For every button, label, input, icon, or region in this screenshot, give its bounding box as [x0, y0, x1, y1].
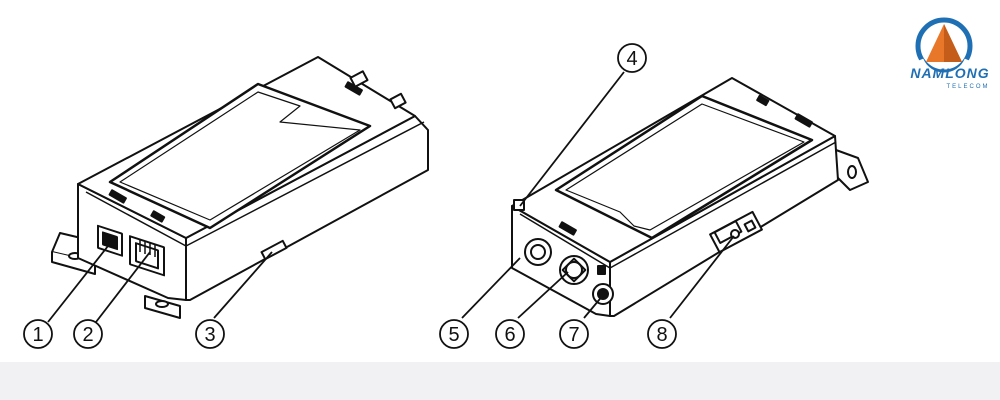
leader-5 — [461, 257, 521, 319]
callout-2-label: 2 — [82, 324, 93, 346]
right-device-top-plate — [554, 94, 814, 240]
callout-4-label: 4 — [626, 48, 637, 70]
callout-8: 8 — [647, 319, 677, 349]
right-device-top-marker-1 — [794, 113, 813, 128]
callout-1: 1 — [23, 319, 53, 349]
callout-6: 6 — [495, 319, 525, 349]
callout-1-label: 1 — [32, 324, 43, 346]
left-mount-hole-2 — [155, 300, 169, 308]
diagram-figure: 1 2 3 4 5 — [23, 17, 989, 349]
leader-4 — [519, 71, 625, 207]
footer-band — [0, 362, 1000, 400]
left-device-top-marker-2 — [108, 189, 127, 204]
callout-3: 3 — [195, 319, 225, 349]
left-port-1-inner — [102, 231, 118, 251]
right-port-6-hex — [561, 257, 587, 283]
left-port-2-pins — [139, 240, 156, 257]
right-side-connector-latch — [743, 219, 757, 233]
leader-3 — [213, 251, 273, 319]
callout-8-label: 8 — [656, 324, 667, 346]
right-device-top-plate-inner — [565, 103, 805, 231]
logo-triangle-shade — [944, 24, 962, 62]
left-device-top-edge — [85, 121, 425, 247]
right-port-6-inner — [565, 261, 583, 279]
right-device-top-marker-2 — [756, 94, 770, 107]
namlong-logo: NAMLONG TELECOM — [910, 17, 989, 90]
left-device-top-marker-3 — [150, 210, 166, 223]
right-side-connector-inner — [713, 220, 743, 244]
callout-7: 7 — [559, 319, 589, 349]
callout-3-label: 3 — [204, 324, 215, 346]
left-device-side-slot — [260, 239, 288, 261]
diagram-svg: 1 2 3 4 5 — [23, 17, 989, 349]
left-device-back-stud-2 — [389, 92, 407, 110]
right-side-connector-screw — [730, 229, 740, 239]
left-device-back-stud-1 — [349, 70, 369, 88]
leader-lines — [47, 71, 735, 323]
callout-5-label: 5 — [448, 324, 459, 346]
leader-7 — [583, 293, 605, 319]
right-device-front-notch — [513, 199, 525, 211]
leader-8 — [669, 235, 735, 319]
callout-2: 2 — [73, 319, 103, 349]
left-device-top-plate-inner — [119, 91, 361, 221]
leader-1 — [47, 245, 109, 323]
left-device-top-plate — [108, 82, 372, 230]
logo-tagline: TELECOM — [946, 84, 989, 90]
callout-6-label: 6 — [504, 324, 515, 346]
callout-5: 5 — [439, 319, 469, 349]
left-mount-flange-front-tab — [51, 252, 96, 275]
logo-name: NAMLONG — [910, 65, 989, 81]
left-device-top-marker — [344, 81, 363, 96]
callouts: 1 2 3 4 5 — [23, 43, 677, 349]
right-device-top-edge — [519, 141, 837, 269]
right-mount-hole — [847, 165, 857, 179]
left-device — [51, 56, 429, 319]
right-device-top-marker-3 — [558, 221, 577, 236]
right-led — [597, 265, 606, 275]
right-device — [511, 77, 869, 317]
right-port-5-inner — [530, 244, 546, 260]
callout-4: 4 — [617, 43, 647, 73]
logo-ring — [915, 17, 973, 75]
callout-7-label: 7 — [568, 324, 579, 346]
leader-2 — [95, 251, 151, 323]
leader-6 — [517, 271, 569, 319]
logo-ring-gap — [916, 58, 972, 80]
